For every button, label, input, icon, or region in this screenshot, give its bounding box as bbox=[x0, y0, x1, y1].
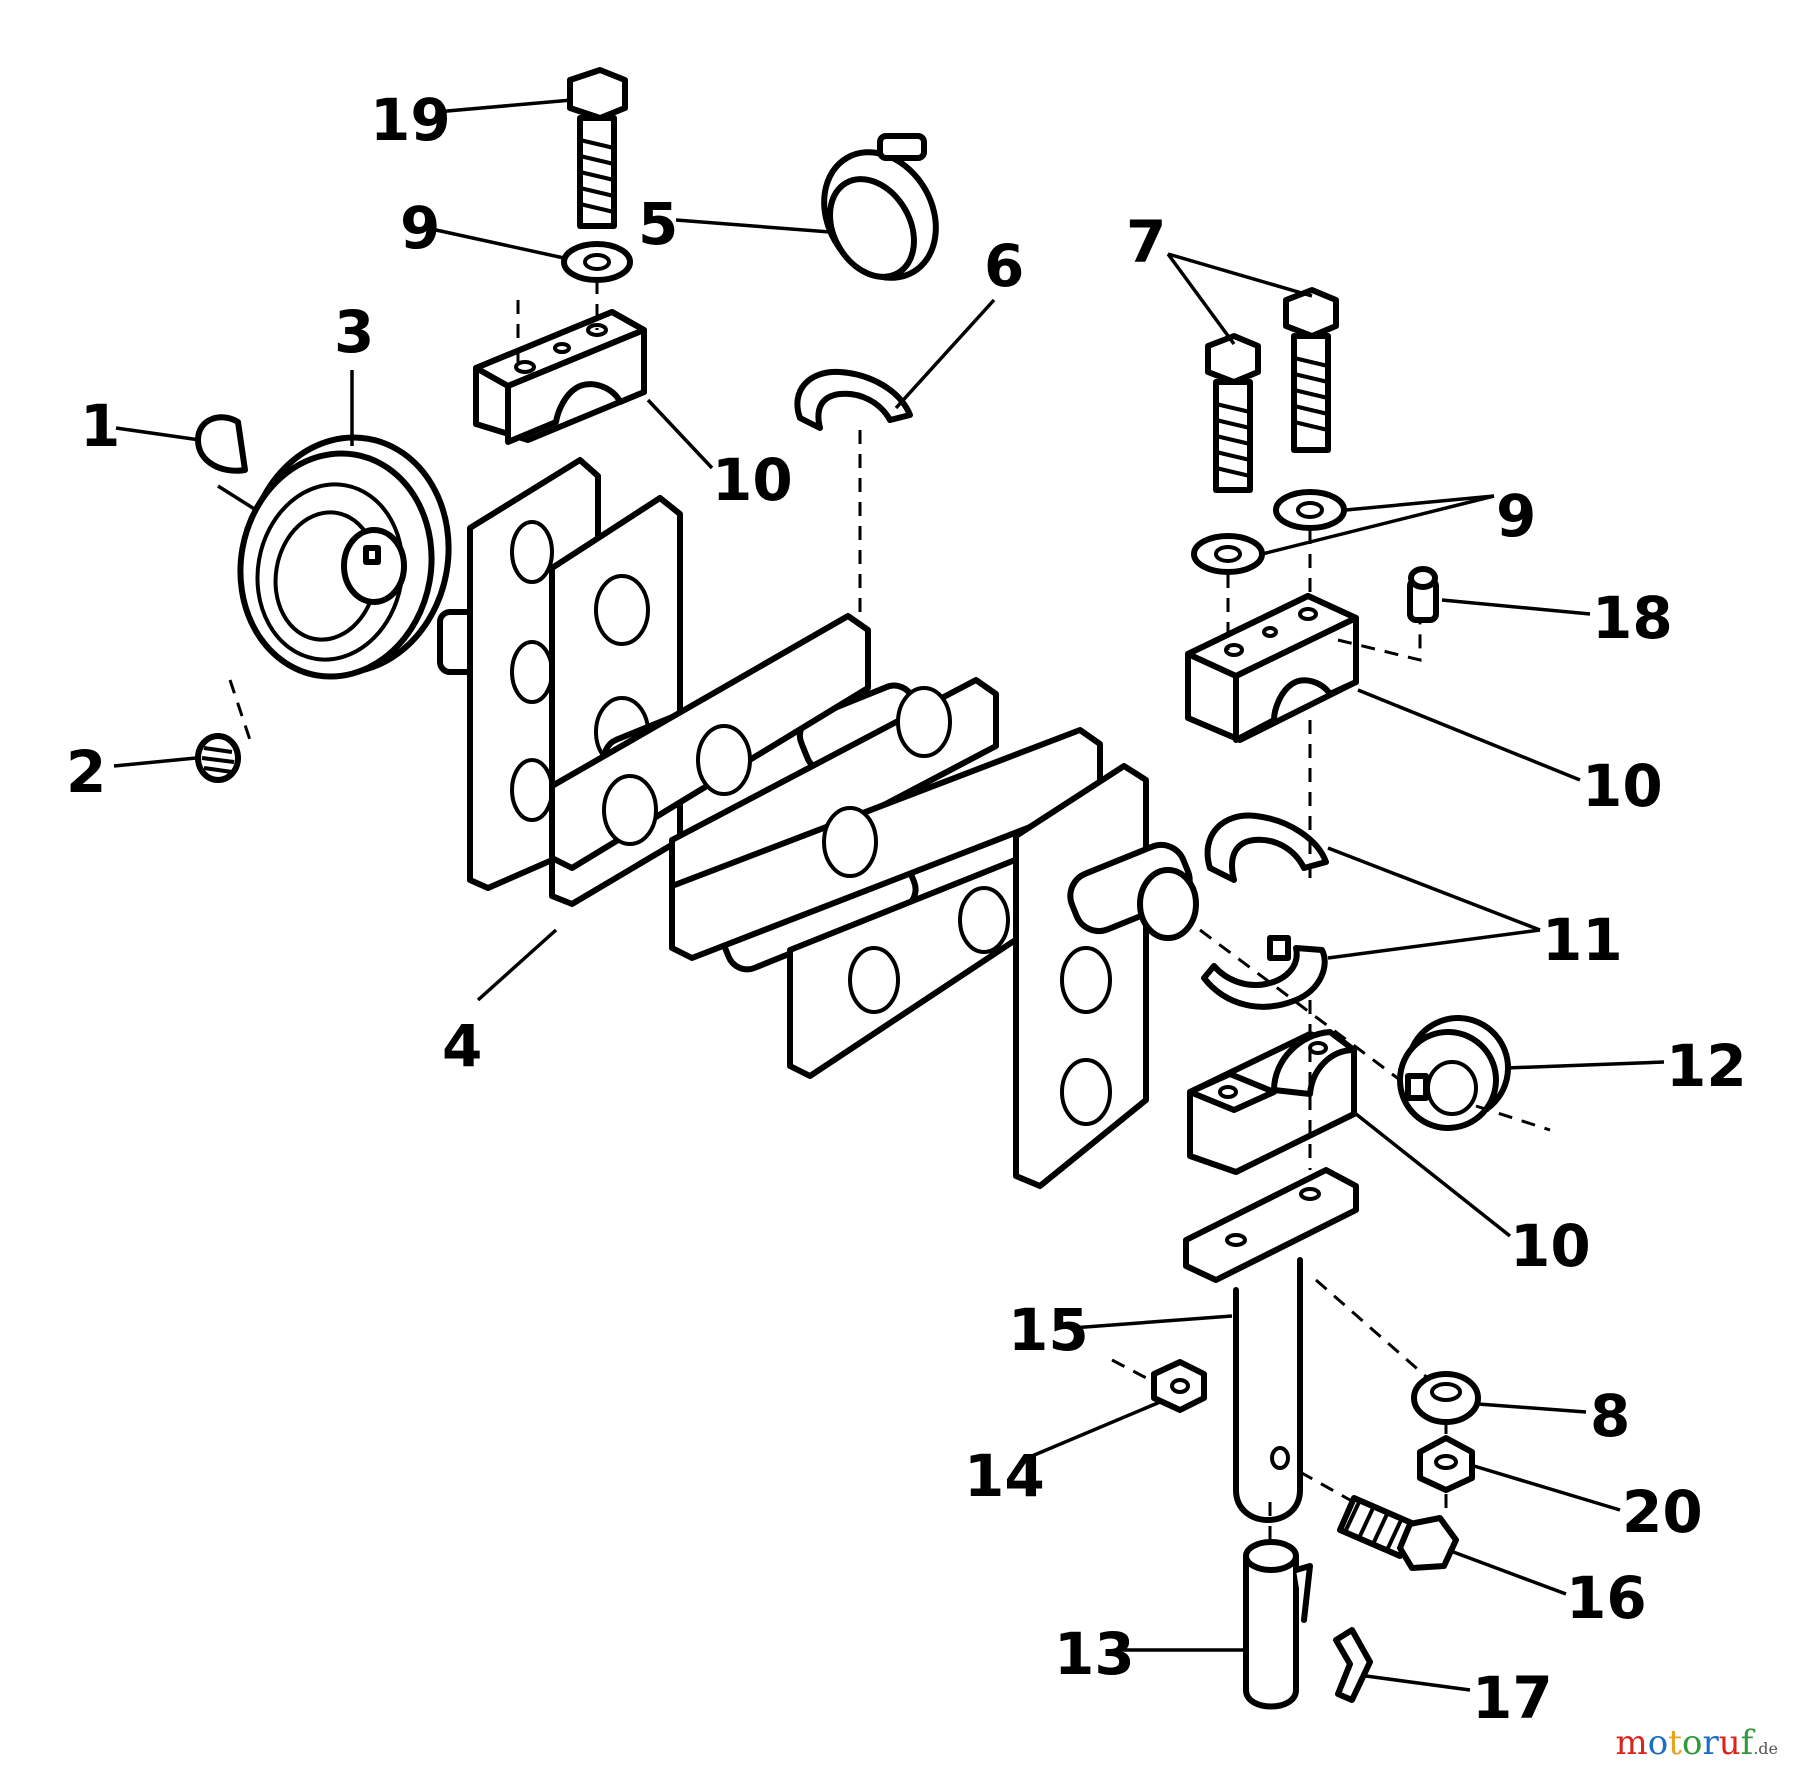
pillow-block-part-10-right-upper bbox=[1185, 593, 1359, 743]
nut-part-20 bbox=[1417, 1435, 1475, 1493]
clip-part-17 bbox=[1333, 1627, 1373, 1703]
callout-10-right-lower: 10 bbox=[1510, 1212, 1591, 1280]
watermark-letter: o bbox=[1647, 1723, 1669, 1763]
callout-12: 12 bbox=[1666, 1032, 1747, 1100]
lock-washer-part-8 bbox=[1411, 1371, 1481, 1425]
bolt-part-16 bbox=[1337, 1495, 1459, 1571]
nut-part-14 bbox=[1151, 1359, 1207, 1413]
bearing-half-part-11-upper bbox=[1204, 812, 1329, 883]
callout-10-right-upper: 10 bbox=[1582, 752, 1663, 820]
pillow-block-part-10-right-lower bbox=[1187, 1029, 1357, 1175]
collar-part-12 bbox=[1397, 1015, 1511, 1131]
hose-clamp-part-5 bbox=[821, 133, 939, 281]
washer-part-9-top bbox=[561, 241, 633, 283]
callout-11: 11 bbox=[1542, 906, 1623, 974]
callout-20: 20 bbox=[1622, 1478, 1703, 1546]
callout-4: 4 bbox=[442, 1012, 482, 1080]
callout-19: 19 bbox=[370, 86, 451, 154]
bearing-half-part-11-lower bbox=[1201, 935, 1328, 1010]
bolt-part-19 bbox=[567, 67, 628, 229]
pillow-block-part-10-upper bbox=[473, 309, 647, 445]
callout-9-top: 9 bbox=[400, 194, 440, 262]
plate-assembly-part-4 bbox=[437, 457, 1199, 1189]
washer-part-9-right-a bbox=[1273, 489, 1347, 531]
watermark-letter: r bbox=[1702, 1723, 1719, 1763]
callout-5: 5 bbox=[638, 190, 678, 258]
callout-14: 14 bbox=[964, 1442, 1045, 1510]
watermark-letter: t bbox=[1668, 1723, 1682, 1763]
watermark-letter: u bbox=[1718, 1723, 1741, 1763]
callout-9-right: 9 bbox=[1496, 482, 1536, 550]
pulley-part-3 bbox=[237, 434, 452, 680]
leader-lines bbox=[113, 98, 1665, 1692]
watermark-logo: motoruf.de bbox=[1616, 1723, 1778, 1763]
woodruff-key-part-1 bbox=[195, 414, 248, 474]
bearing-half-part-6 bbox=[794, 368, 913, 431]
callout-6: 6 bbox=[984, 232, 1024, 300]
callout-labels: 19 9 5 6 3 1 10 2 4 7 9 18 10 11 12 10 1… bbox=[66, 86, 1747, 1732]
grease-fitting-part-18 bbox=[1407, 566, 1439, 623]
set-screw-part-2 bbox=[195, 733, 241, 783]
bolt-part-7-left bbox=[1205, 333, 1261, 493]
bracket-part-15 bbox=[1183, 1167, 1359, 1523]
watermark-letter: m bbox=[1615, 1723, 1648, 1763]
callout-17: 17 bbox=[1472, 1664, 1553, 1732]
callout-8: 8 bbox=[1590, 1382, 1630, 1450]
callout-10-upper: 10 bbox=[712, 446, 793, 514]
washer-part-9-right-b bbox=[1191, 533, 1265, 575]
watermark-letter: o bbox=[1681, 1723, 1703, 1763]
callout-16: 16 bbox=[1566, 1564, 1647, 1632]
callout-7: 7 bbox=[1126, 208, 1166, 276]
bolt-part-7-right bbox=[1283, 287, 1339, 453]
callout-15: 15 bbox=[1008, 1296, 1089, 1364]
callout-18: 18 bbox=[1592, 584, 1673, 652]
sleeve-part-13 bbox=[1243, 1539, 1313, 1710]
callout-3: 3 bbox=[334, 298, 374, 366]
callout-13: 13 bbox=[1054, 1620, 1135, 1688]
watermark-letter: f bbox=[1740, 1723, 1754, 1763]
callout-2: 2 bbox=[66, 738, 106, 806]
callout-1: 1 bbox=[80, 392, 120, 460]
watermark-tld: .de bbox=[1753, 1739, 1778, 1758]
